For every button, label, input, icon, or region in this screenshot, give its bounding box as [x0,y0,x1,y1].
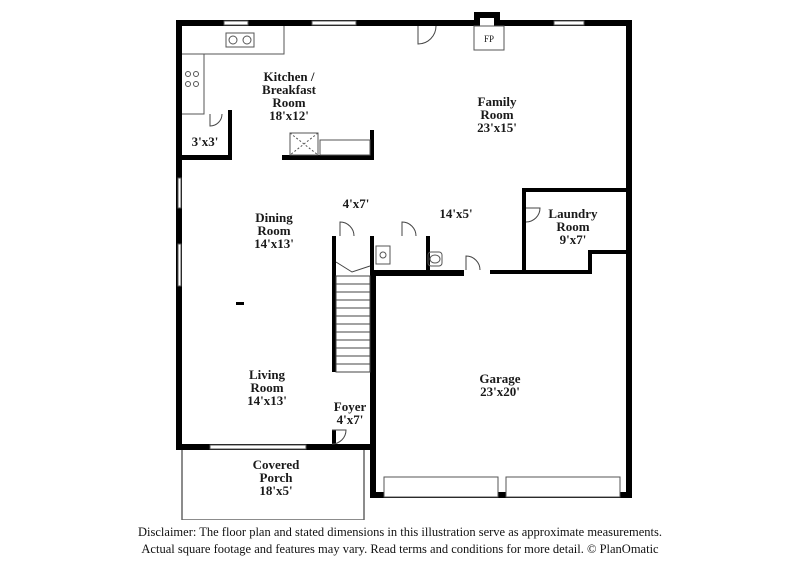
kitchen-name-3: Room [272,95,305,110]
stairs [335,261,371,373]
room-labels: Kitchen / Breakfast Room 18'x12' Family … [192,69,598,498]
floor-plan: FP Kitchen / [176,12,632,520]
disclaimer: Disclaimer: The floor plan and stated di… [0,524,800,558]
garage-name-1: Garage [479,371,520,386]
dining-name-2: Room [257,223,290,238]
family-dims: 23'x15' [477,120,517,135]
closet-small-dims: 3'x3' [192,134,219,149]
closet-4x7-dims: 4'x7' [343,196,370,211]
kitchen-fixtures [182,26,371,156]
hall-14x5-dims: 14'x5' [439,206,472,221]
laundry-name-2: Room [556,219,589,234]
living-dims: 14'x13' [247,393,287,408]
foyer-dims: 4'x7' [337,412,364,427]
windows [177,20,621,498]
disclaimer-line-1: Disclaimer: The floor plan and stated di… [138,525,662,539]
family-name-1: Family [478,94,517,109]
living-name-2: Room [250,380,283,395]
fireplace-label: FP [484,34,494,44]
garage-dims: 23'x20' [480,384,520,399]
kitchen-dims: 18'x12' [269,108,309,123]
kitchen-name-2: Breakfast [262,82,317,97]
laundry-name-1: Laundry [548,206,598,221]
kitchen-name-1: Kitchen / [264,69,315,84]
dining-name-1: Dining [255,210,293,225]
fireplace: FP [473,25,505,51]
wall-fixture-icon [236,302,244,305]
living-name-1: Living [249,367,286,382]
bathroom-fixtures [375,245,443,267]
family-name-2: Room [480,107,513,122]
dining-dims: 14'x13' [254,236,294,251]
foyer-name-1: Foyer [334,399,367,414]
disclaimer-line-2: Actual square footage and features may v… [141,542,659,556]
porch-name-2: Porch [260,470,294,485]
porch-name-1: Covered [253,457,300,472]
porch-dims: 18'x5' [259,483,292,498]
exterior-walls [176,12,632,498]
doors [209,25,541,445]
laundry-dims: 9'x7' [560,232,587,247]
porch-outline [181,450,365,520]
